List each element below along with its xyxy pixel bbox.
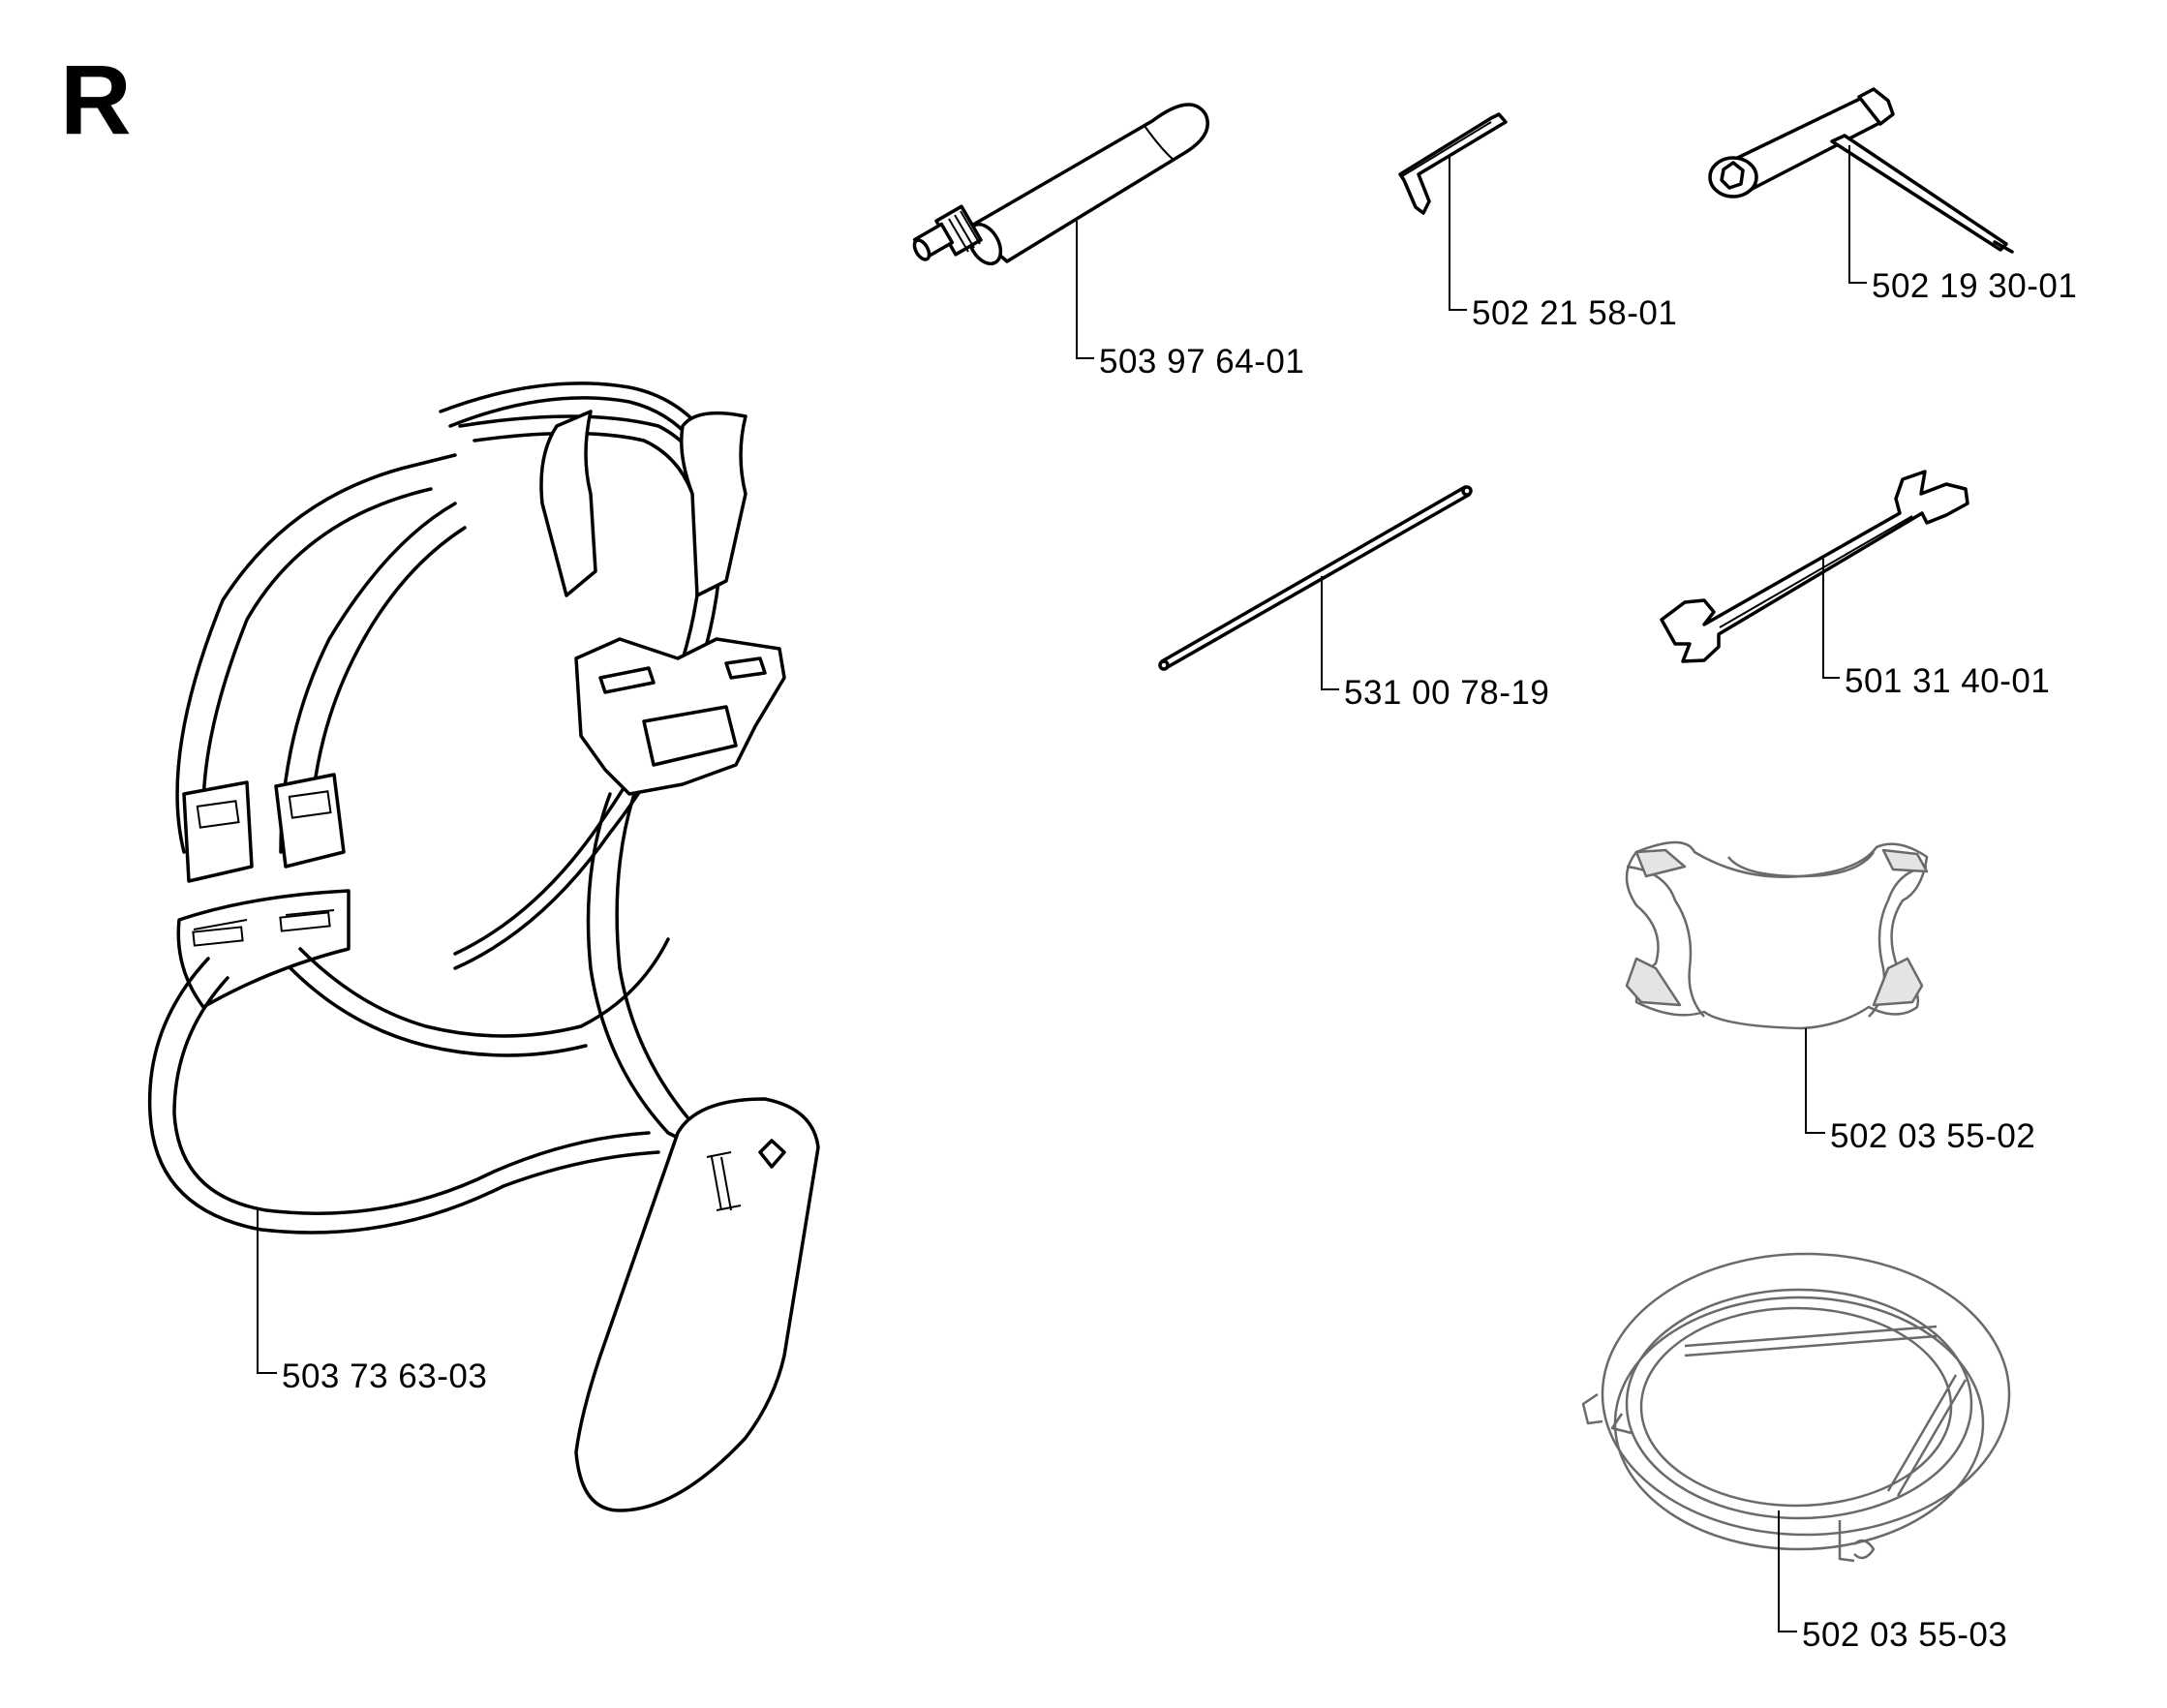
part-number-support-ring: 502 03 55-03 — [1802, 1616, 2008, 1654]
rod-drawing — [1158, 485, 1473, 671]
part-number-open-end-wrench: 501 31 40-01 — [1845, 662, 2051, 700]
open-end-wrench-leader — [1822, 559, 1840, 679]
support-ring-drawing — [1581, 1252, 2011, 1563]
harness-plate-drawing — [1625, 840, 1929, 1030]
socket-wrench-leader — [1848, 145, 1867, 284]
rod-leader — [1321, 576, 1339, 690]
harness-leader — [257, 1210, 277, 1374]
support-ring-leader — [1778, 1510, 1797, 1632]
part-number-harness-plate: 502 03 55-02 — [1830, 1117, 2036, 1155]
hex-key-drawing — [1398, 112, 1508, 215]
grease-tube-drawing — [912, 103, 1209, 266]
part-number-socket-wrench: 502 19 30-01 — [1872, 267, 2078, 305]
grease-tube-leader — [1076, 221, 1094, 359]
part-number-rod: 531 00 78-19 — [1344, 674, 1550, 712]
socket-wrench-drawing — [1708, 87, 2014, 254]
part-number-harness: 503 73 63-03 — [282, 1357, 488, 1395]
harness-plate-leader — [1805, 1028, 1825, 1134]
part-number-grease-tube: 503 97 64-01 — [1099, 343, 1305, 381]
open-end-wrench-drawing — [1660, 470, 1969, 663]
part-number-hex-key: 502 21 58-01 — [1472, 294, 1678, 332]
harness-drawing — [147, 381, 820, 1512]
hex-key-leader — [1449, 155, 1467, 311]
section-letter: R — [60, 45, 132, 155]
